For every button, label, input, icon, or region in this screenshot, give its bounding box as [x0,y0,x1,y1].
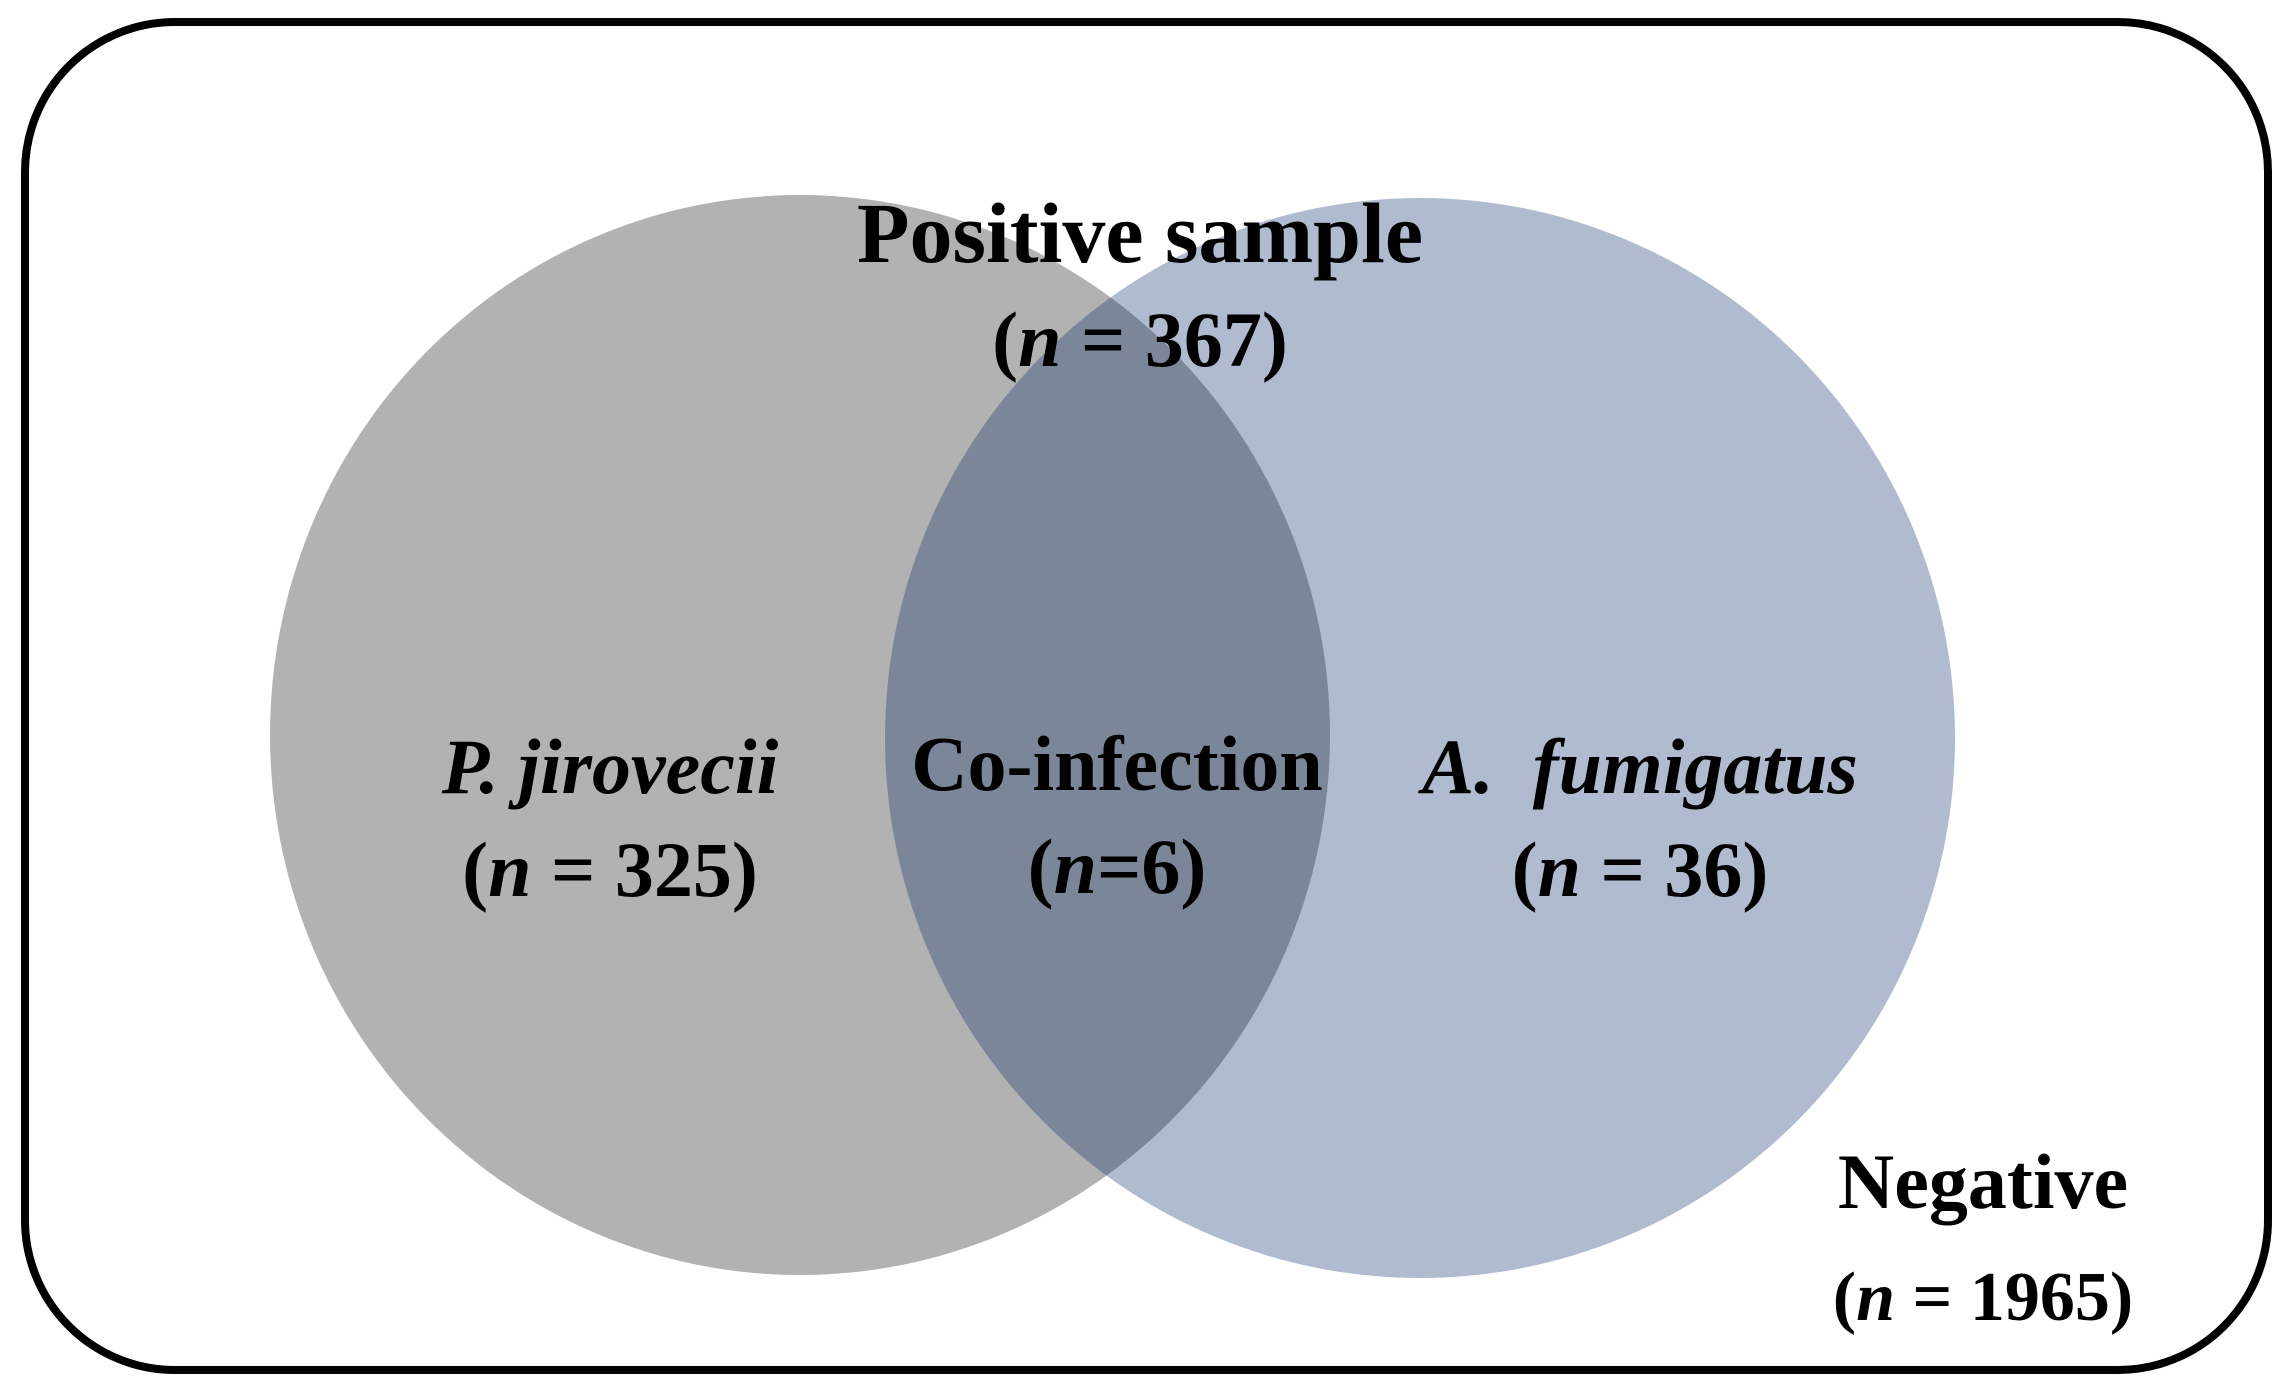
overlap-label: Co-infection [911,720,1323,807]
right-set-label: A. fumigatus [1417,723,1858,810]
overlap-region [885,198,1330,1275]
left-set-label: P. jirovecii [441,723,779,810]
positive-title: Positive sample [857,185,1423,281]
negative-count: (n = 1965) [1833,1259,2133,1336]
overlap-count: (n=6) [1028,823,1207,910]
positive-count: (n = 367) [992,296,1288,383]
right-set-count: (n = 36) [1512,826,1769,913]
negative-title: Negative [1838,1138,2128,1225]
left-set-count: (n = 325) [462,826,758,913]
